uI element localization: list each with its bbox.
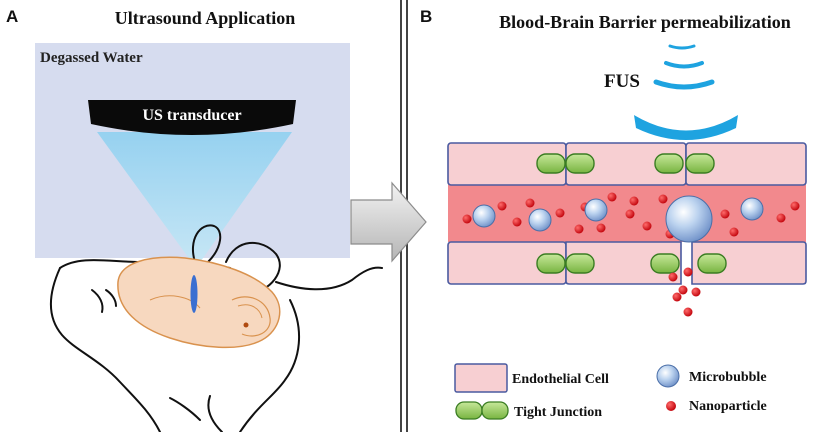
fus-label: FUS [604,71,640,92]
panel-a-title: Ultrasound Application [115,8,296,28]
legend-microbubble-swatch [656,364,680,388]
transducer-label: US transducer [142,107,241,124]
fus-waves [634,44,738,140]
water-label: Degassed Water [40,50,143,66]
legend-junction-label: Tight Junction [514,405,602,420]
focal-spot [190,275,198,313]
panel-b-title: Blood-Brain Barrier permeabilization [499,12,791,32]
legend-endothelial-swatch [454,363,508,393]
panel-a: A Ultrasound Application Degassed Water … [6,7,383,432]
legend: Endothelial Cell Microbubble Tight Junct… [454,363,767,420]
endothelial-cells-top [447,142,807,186]
legend-junction-swatch [455,401,509,420]
mouse-brain [117,256,281,349]
tight-junctions [536,153,727,274]
legend-nanoparticle-swatch [666,401,676,411]
microbubbles [472,195,764,243]
ultrasound-beam [97,132,292,268]
endothelial-cells-bottom [447,241,807,285]
panel-b: B Blood-Brain Barrier permeabilization F… [420,7,807,420]
legend-microbubble-label: Microbubble [689,370,767,385]
legend-endothelial-label: Endothelial Cell [512,372,609,387]
transition-arrow [350,181,427,263]
legend-nanoparticle-label: Nanoparticle [689,399,767,414]
extravasated-nanoparticles [668,267,701,317]
nanoparticles [462,192,800,239]
panel-a-letter: A [6,7,18,26]
panel-b-letter: B [420,7,432,26]
us-transducer [88,100,296,135]
